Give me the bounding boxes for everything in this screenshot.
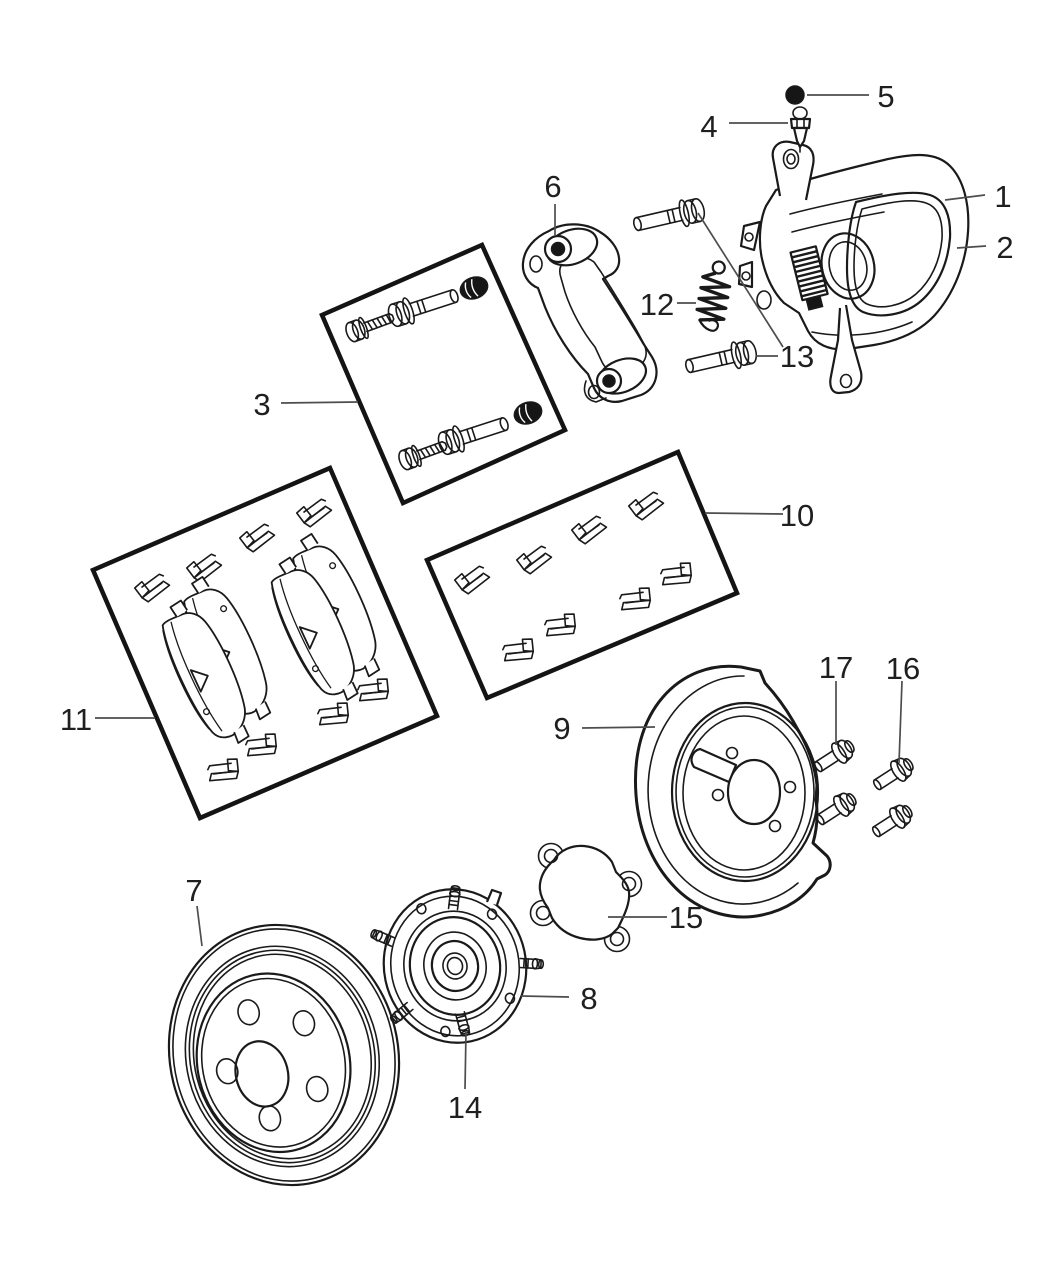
shield-bolt-16b	[867, 799, 918, 844]
callout-3: 3	[253, 387, 270, 422]
callout-labels: 1 2 3 4 5 6 7 8 9 10 11 12 13 14 15 16 1…	[60, 79, 1014, 1125]
callout-5: 5	[877, 79, 894, 114]
shield-bolt-17a	[809, 734, 860, 779]
pad-clip-kit-box	[424, 449, 740, 701]
return-spring	[695, 260, 732, 332]
pin-bushing	[513, 401, 543, 425]
hub-sensor-tab	[485, 888, 503, 906]
adapter-bolt-upper	[630, 194, 708, 239]
leader-lines	[95, 94, 987, 1090]
shield-bolt-16a	[868, 752, 919, 797]
bleeder-screw	[789, 106, 812, 153]
shield-bolt-17b	[811, 787, 862, 832]
callout-7: 7	[185, 873, 202, 908]
callout-6: 6	[544, 169, 561, 204]
callout-16: 16	[886, 651, 920, 686]
brake-rotor	[167, 923, 401, 1187]
caliper-adapter-bracket	[521, 223, 658, 403]
callout-11: 11	[60, 702, 92, 737]
callout-8: 8	[580, 981, 597, 1016]
callout-1: 1	[994, 179, 1011, 214]
callout-10: 10	[780, 498, 814, 533]
callout-12: 12	[640, 287, 674, 322]
callout-14: 14	[448, 1090, 482, 1125]
callout-15: 15	[669, 900, 703, 935]
piston-boot	[789, 245, 829, 311]
hub-and-bearing	[368, 884, 545, 1044]
callout-9: 9	[553, 711, 570, 746]
brake-pad-kit-box	[90, 465, 440, 821]
brake-pad-set	[143, 568, 290, 755]
guide-pin-kit-box	[319, 242, 568, 506]
callout-2: 2	[996, 230, 1013, 265]
bearing-gasket	[529, 842, 643, 953]
bleeder-cap	[785, 85, 805, 105]
callout-4: 4	[700, 109, 717, 144]
callout-17: 17	[819, 650, 853, 685]
adapter-bolt-lower	[682, 336, 760, 381]
callout-13: 13	[780, 339, 814, 374]
caliper-top-lug	[771, 140, 815, 201]
splash-shield	[634, 664, 832, 919]
caliper-assembly	[737, 140, 970, 395]
pin-bushing	[459, 276, 489, 300]
